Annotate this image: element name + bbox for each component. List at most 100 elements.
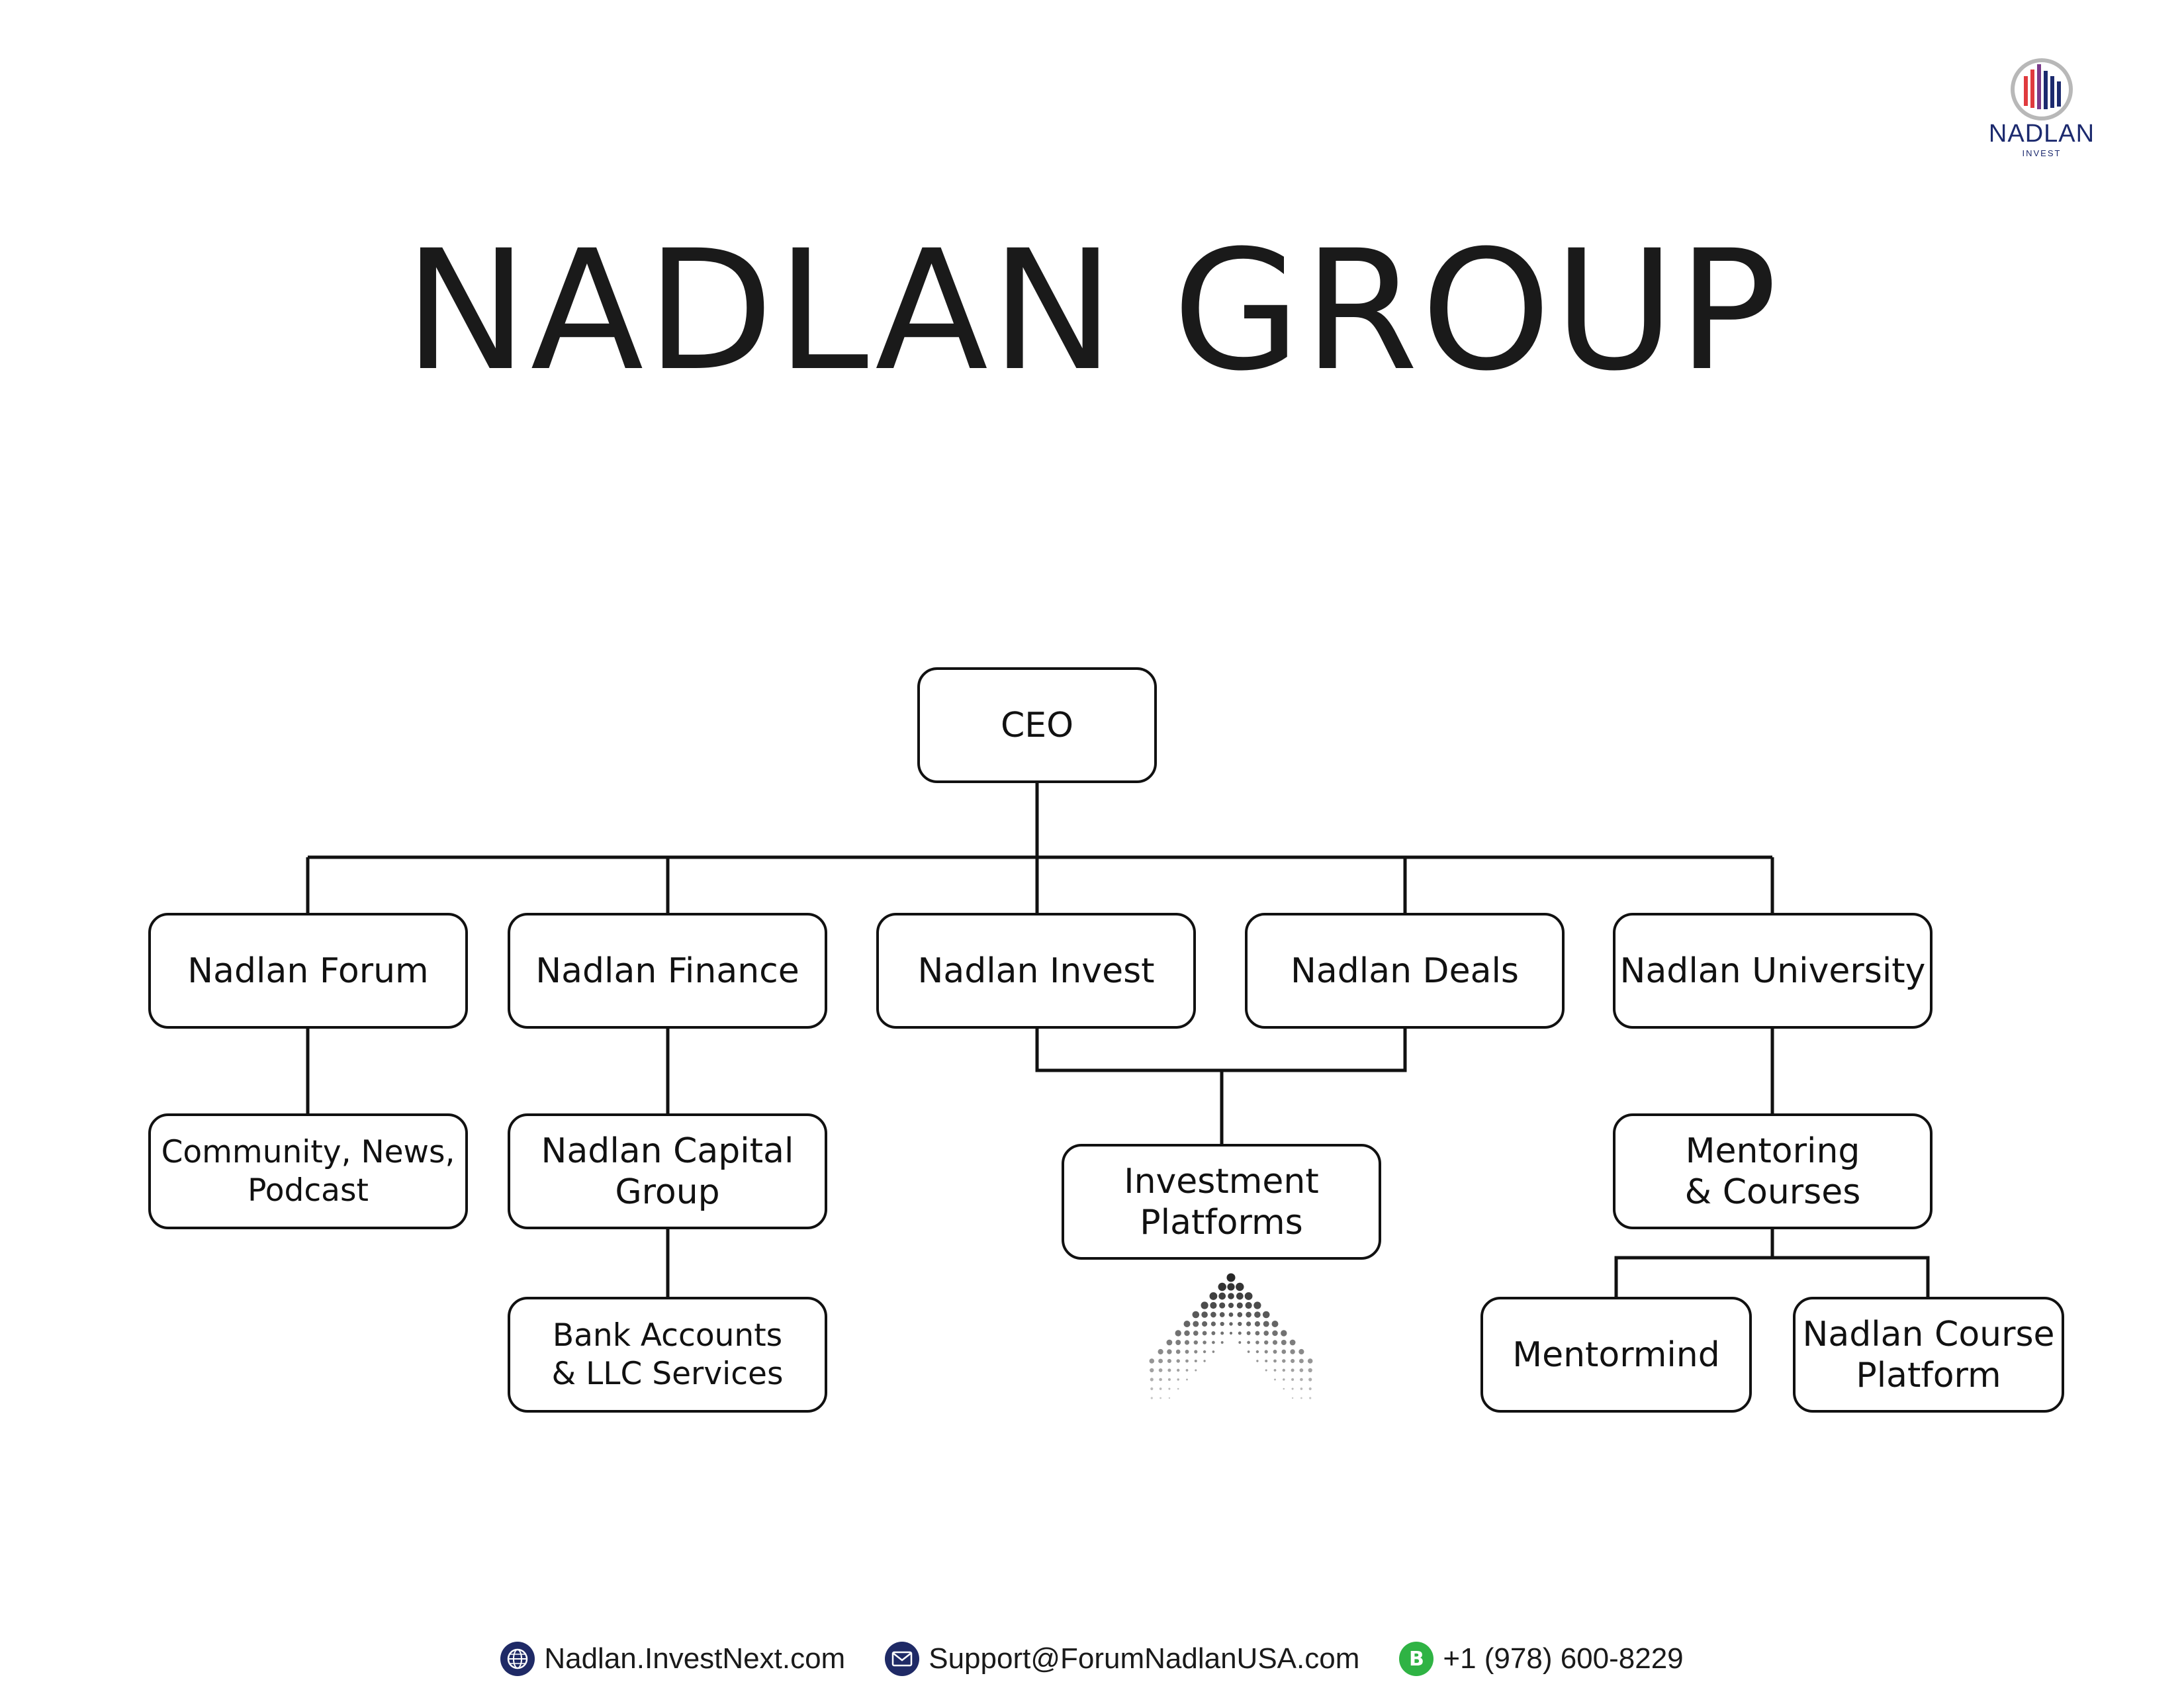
halftone-dot xyxy=(1247,1340,1250,1344)
halftone-dot xyxy=(1203,1340,1206,1344)
halftone-dot xyxy=(1159,1378,1162,1382)
halftone-dot xyxy=(1210,1311,1216,1318)
halftone-dot xyxy=(1175,1330,1181,1336)
halftone-dot xyxy=(1177,1387,1179,1390)
halftone-dot xyxy=(1307,1358,1313,1364)
dotted-arrow-icon xyxy=(1149,1273,1313,1399)
halftone-dot xyxy=(1219,1312,1225,1317)
halftone-dot xyxy=(1177,1378,1179,1381)
halftone-dot xyxy=(1184,1330,1190,1336)
node-nadlan-course-platform: Nadlan Course Platform xyxy=(1793,1297,2064,1413)
node-mentoring-courses: Mentoring & Courses xyxy=(1613,1113,1933,1229)
halftone-dot xyxy=(1272,1330,1278,1336)
halftone-dot xyxy=(1273,1369,1277,1372)
halftone-dot xyxy=(1246,1331,1251,1335)
connector-invest-deals-merge xyxy=(1035,1028,1407,1072)
phone-link[interactable]: +1 (978) 600-8229 xyxy=(1443,1642,1684,1675)
halftone-dot xyxy=(1283,1378,1285,1381)
logo-subtitle: INVEST xyxy=(2022,148,2062,158)
footer-phone[interactable]: B +1 (978) 600-8229 xyxy=(1399,1642,1684,1676)
halftone-dot xyxy=(1246,1311,1251,1318)
email-link[interactable]: Support@ForumNadlanUSA.com xyxy=(929,1642,1360,1675)
footer-website[interactable]: Nadlan.InvestNext.com xyxy=(500,1642,845,1676)
halftone-dot xyxy=(1265,1369,1267,1372)
contact-footer: Nadlan.InvestNext.com Support@ForumNadla… xyxy=(0,1642,2184,1676)
halftone-dot xyxy=(1291,1387,1294,1390)
halftone-dot xyxy=(1308,1368,1312,1373)
halftone-dot xyxy=(1227,1283,1235,1291)
footer-email[interactable]: Support@ForumNadlanUSA.com xyxy=(885,1642,1359,1676)
halftone-dot xyxy=(1265,1359,1268,1363)
halftone-dot xyxy=(1185,1350,1189,1354)
halftone-dot xyxy=(1185,1359,1189,1363)
halftone-dot xyxy=(1274,1378,1276,1381)
halftone-dot xyxy=(1175,1340,1181,1345)
halftone-dot xyxy=(1271,1321,1279,1327)
halftone-dot xyxy=(1229,1322,1233,1326)
building-logo-icon xyxy=(2011,58,2073,120)
halftone-dot xyxy=(1218,1282,1226,1291)
node-nadlan-invest: Nadlan Invest xyxy=(876,913,1196,1029)
whatsapp-business-icon: B xyxy=(1399,1642,1434,1676)
halftone-dot xyxy=(1226,1273,1236,1282)
halftone-dot xyxy=(1176,1359,1180,1363)
halftone-dot xyxy=(1228,1312,1234,1317)
logo-wordmark: NADLAN xyxy=(1988,120,2095,148)
node-ceo: CEO xyxy=(917,667,1157,783)
halftone-dot xyxy=(1253,1301,1261,1309)
halftone-dot xyxy=(1168,1397,1171,1399)
halftone-dot xyxy=(1194,1359,1197,1363)
halftone-dot xyxy=(1167,1368,1171,1372)
node-community-news-podcast: Community, News, Podcast xyxy=(148,1113,468,1229)
halftone-dot xyxy=(1209,1292,1218,1300)
connector-mentoring-split xyxy=(1614,1256,1930,1297)
halftone-dot xyxy=(1219,1302,1226,1309)
halftone-dot xyxy=(1244,1292,1253,1300)
halftone-dot xyxy=(1228,1293,1234,1299)
halftone-dot xyxy=(1291,1368,1295,1372)
halftone-dot xyxy=(1300,1378,1303,1382)
node-mentormind: Mentormind xyxy=(1480,1297,1752,1413)
halftone-dot xyxy=(1272,1340,1278,1345)
halftone-dot xyxy=(1238,1341,1242,1344)
halftone-dot xyxy=(1237,1312,1243,1317)
halftone-dot xyxy=(1158,1368,1163,1372)
halftone-dot xyxy=(1195,1369,1197,1372)
halftone-dot xyxy=(1246,1321,1251,1327)
halftone-dot xyxy=(1281,1349,1287,1354)
halftone-dot xyxy=(1309,1397,1312,1399)
halftone-dot xyxy=(1273,1359,1277,1363)
halftone-dot xyxy=(1254,1311,1261,1318)
halftone-dot xyxy=(1149,1358,1155,1364)
halftone-dot xyxy=(1238,1321,1242,1327)
halftone-dot xyxy=(1282,1359,1286,1363)
halftone-dot xyxy=(1150,1397,1153,1399)
halftone-dot xyxy=(1183,1321,1191,1327)
halftone-dot xyxy=(1299,1368,1304,1372)
halftone-dot xyxy=(1167,1358,1171,1364)
halftone-dot xyxy=(1220,1321,1224,1327)
website-link[interactable]: Nadlan.InvestNext.com xyxy=(544,1642,846,1675)
halftone-dot xyxy=(1211,1331,1216,1335)
halftone-dot xyxy=(1229,1331,1233,1335)
halftone-dot xyxy=(1201,1301,1208,1309)
halftone-dot xyxy=(1300,1397,1302,1399)
halftone-dot xyxy=(1291,1378,1295,1382)
halftone-dot xyxy=(1263,1321,1269,1327)
halftone-dot xyxy=(1167,1349,1172,1354)
node-bank-accounts-llc: Bank Accounts & LLC Services xyxy=(508,1297,827,1413)
halftone-dot xyxy=(1212,1350,1215,1353)
nadlan-invest-logo: NADLAN INVEST xyxy=(1985,56,2098,169)
halftone-dot xyxy=(1158,1358,1163,1364)
halftone-dot xyxy=(1262,1311,1270,1319)
halftone-dot xyxy=(1264,1340,1269,1345)
halftone-dot xyxy=(1255,1331,1260,1336)
halftone-dot xyxy=(1290,1349,1295,1354)
halftone-dot xyxy=(1282,1368,1285,1372)
halftone-dot xyxy=(1281,1340,1287,1345)
halftone-dot xyxy=(1210,1301,1217,1309)
halftone-dot xyxy=(1193,1331,1199,1336)
halftone-dot xyxy=(1236,1292,1244,1300)
halftone-dot xyxy=(1254,1321,1260,1327)
